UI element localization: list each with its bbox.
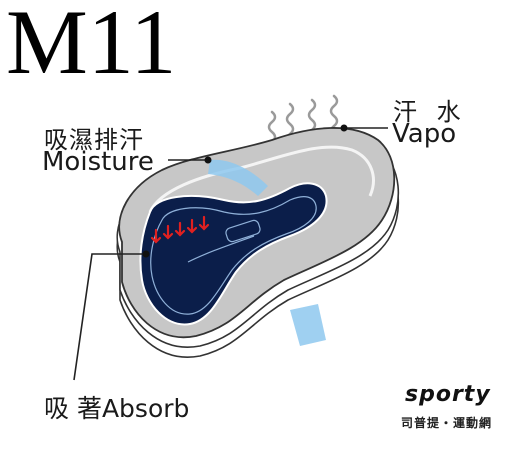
absorb-arrow-2 (162, 224, 174, 240)
foam-channel (187, 235, 255, 263)
absorb-arrow-4 (186, 218, 198, 234)
product-title: M11 (6, 0, 177, 93)
foam-insert-inner-line (150, 196, 317, 315)
leader-absorb (73, 253, 146, 381)
leader-lines (73, 127, 388, 381)
brand-subtitle: 司普提・運動網 (401, 416, 493, 430)
moisture-label-en: Moisture (42, 147, 154, 177)
moisture-label-cn: 吸濕排汗 (44, 126, 144, 154)
foam-insert (139, 182, 328, 326)
foam-center-pad (225, 219, 261, 243)
leader-dot-vapor (340, 124, 348, 132)
leader-dot-absorb (142, 250, 150, 258)
vapor-label-en: Vapo (392, 119, 457, 149)
moisture-mist-top (208, 159, 268, 196)
absorb-arrow-3 (174, 221, 186, 237)
brand-logo: sporty (405, 382, 491, 407)
mist-stream-bottom (290, 304, 326, 346)
absorb-arrow-1 (150, 228, 162, 244)
pad-top-highlight (148, 145, 375, 213)
absorb-label: 吸 著Absorb (44, 394, 190, 423)
mist-stream-top (208, 159, 268, 196)
leader-dot-moisture (204, 156, 212, 164)
absorb-arrow-5 (198, 215, 210, 231)
moisture-mist-bottom (290, 304, 326, 346)
absorb-arrows (150, 215, 210, 244)
vapor-label-cn: 汗 水 (393, 98, 467, 126)
